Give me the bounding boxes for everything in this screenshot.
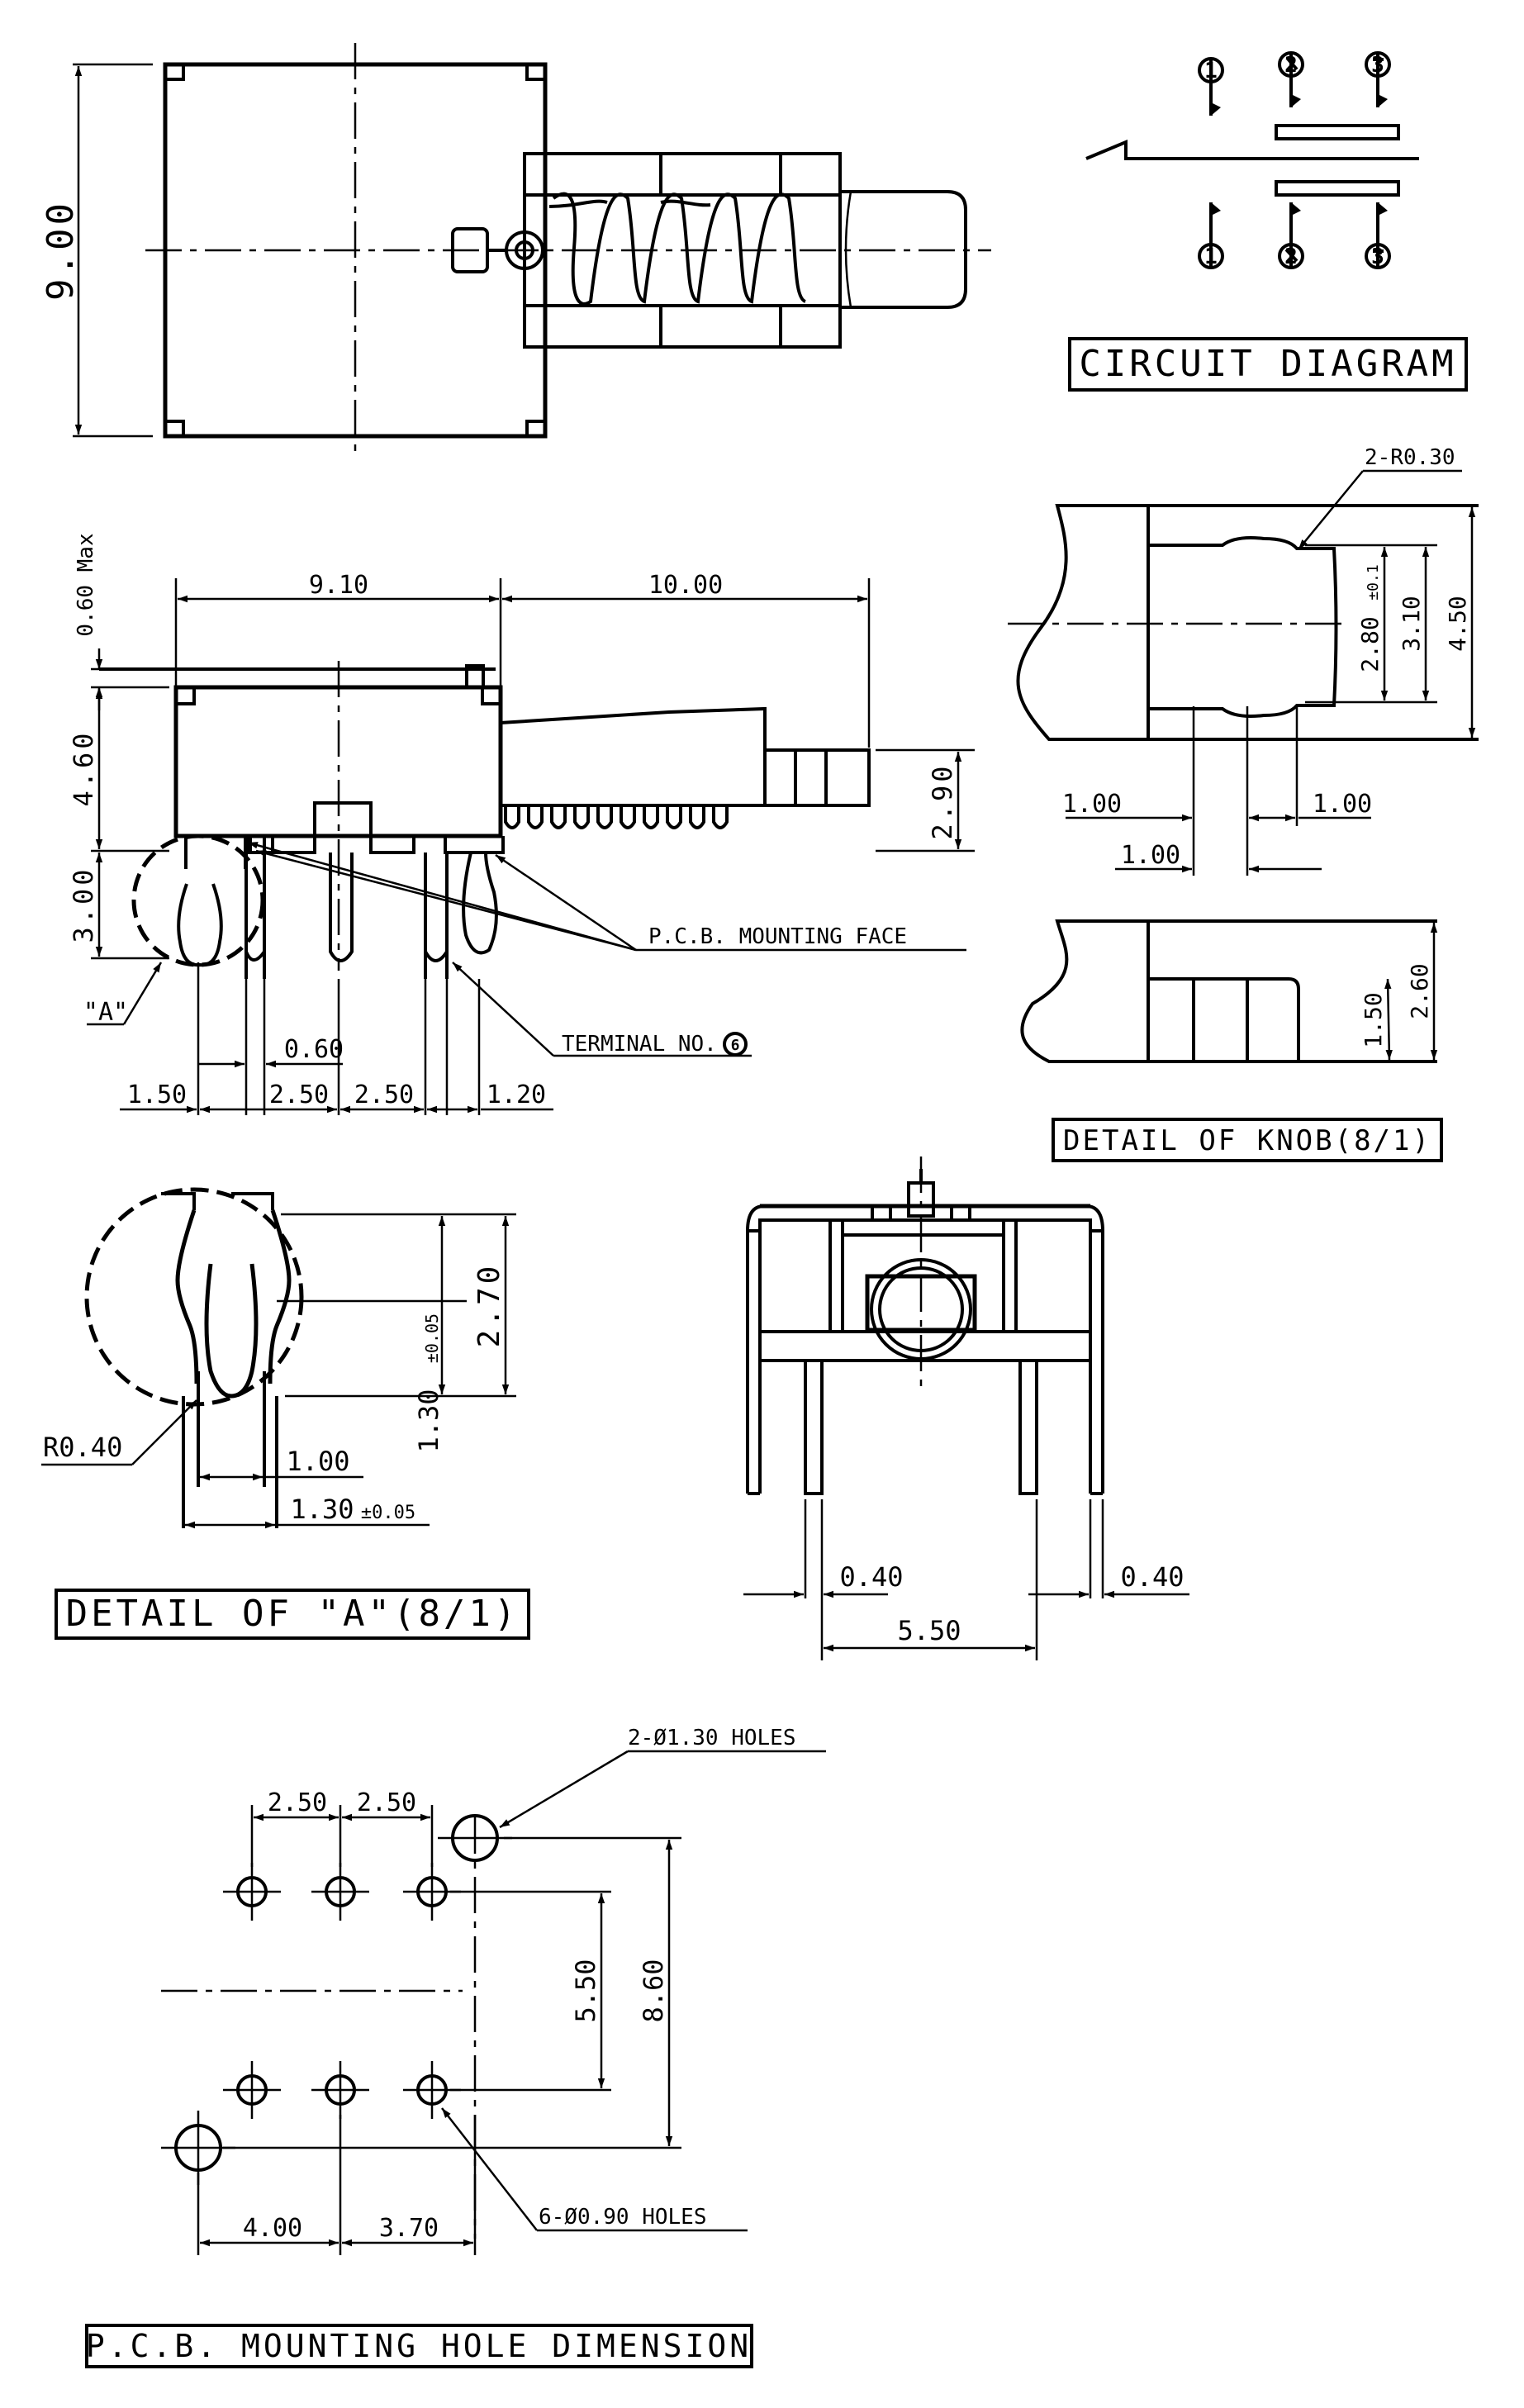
pcb-big-holes: 2-Ø1.30 HOLES xyxy=(628,1726,796,1750)
knob-detail: 2.80 ±0.1 3.10 4.50 2-R0.30 1.00 1.00 1.… xyxy=(1008,445,1479,1162)
dim-3-00: 3.00 xyxy=(68,866,99,943)
pcb-small-holes: 6-Ø0.90 HOLES xyxy=(539,2205,707,2230)
circuit-title: CIRCUIT DIAGRAM xyxy=(1079,343,1456,385)
dim-10-00: 10.00 xyxy=(648,571,723,600)
pin-1-bottom xyxy=(1198,202,1224,269)
dim-1-30-a-tol: ±0.05 xyxy=(361,1503,415,1523)
dim-2-50-a: 2.50 xyxy=(269,1081,329,1109)
top-view: 9.00 xyxy=(40,43,991,458)
side-view: 0.60 Max 4.60 3.00 9.10 10.00 2.90 0.60 … xyxy=(68,533,975,1115)
dim-0-40-left: 0.40 xyxy=(839,1561,903,1593)
dim-9-10: 9.10 xyxy=(309,571,368,600)
contact-bar-top xyxy=(1275,124,1400,140)
pin-2-top xyxy=(1278,51,1304,107)
dim-4-60: 4.60 xyxy=(68,729,99,806)
dim-1-00-left: 1.00 xyxy=(1062,790,1122,819)
dim-2-90: 2.90 xyxy=(927,762,958,839)
knob-title-box xyxy=(1052,1118,1443,1162)
front-view: 0.40 0.40 5.50 xyxy=(743,1157,1189,1660)
circuit-title-box xyxy=(1068,337,1468,392)
detail-a: 2.70 1.30 ±0.05 R0.40 1.00 1.30 ±0.05 DE… xyxy=(41,1187,530,1640)
knob-title: DETAIL OF KNOB(8/1) xyxy=(1063,1124,1431,1157)
dim-2-80: 2.80 xyxy=(1356,616,1384,672)
dim-1-20: 1.20 xyxy=(487,1081,546,1109)
contact-bar-bottom xyxy=(1275,180,1400,197)
dim-1-50: 1.50 xyxy=(127,1081,187,1109)
dim-pcb-4-00: 4.00 xyxy=(243,2214,302,2243)
terminal-no: TERMINAL NO. xyxy=(562,1032,717,1057)
dim-9-00: 9.00 xyxy=(40,200,82,301)
dim-5-50-front: 5.50 xyxy=(897,1615,961,1646)
circuit-diagram: CIRCUIT DIAGRAM xyxy=(1068,51,1468,392)
dim-0-40-right: 0.40 xyxy=(1120,1561,1184,1593)
dim-pcb-8-60: 8.60 xyxy=(638,1959,669,2022)
dim-1-50-knob: 1.50 xyxy=(1360,992,1387,1047)
dim-2-60-knob: 2.60 xyxy=(1406,963,1433,1019)
pcb-title: P.C.B. MOUNTING HOLE DIMENSION xyxy=(86,2328,752,2364)
dim-3-10: 3.10 xyxy=(1398,596,1425,651)
pin-label-2-bottom: 2 xyxy=(1284,245,1298,269)
dim-pcb-3-70: 3.70 xyxy=(379,2214,439,2243)
dim-0-60: 0.60 xyxy=(284,1035,344,1064)
actuator-line xyxy=(1085,140,1419,160)
dim-1-00-right: 1.00 xyxy=(1313,790,1372,819)
pin-label-3-top: 3 xyxy=(1371,53,1384,78)
pin-1-top xyxy=(1198,57,1224,116)
dim-1-30: 1.30 xyxy=(413,1389,444,1452)
dim-1-30-tol: ±0.05 xyxy=(422,1313,442,1363)
circuit-pin-labels: 1 2 3 1 2 3 xyxy=(1204,53,1384,269)
pin-label-1-bottom: 1 xyxy=(1204,245,1218,269)
dim-pcb-5-50: 5.50 xyxy=(570,1959,601,2022)
dim-2-70: 2.70 xyxy=(472,1263,506,1348)
pin-2-bottom xyxy=(1278,202,1304,269)
knob-radius: 2-R0.30 xyxy=(1365,445,1455,470)
pcb-title-box xyxy=(85,2324,753,2368)
dim-2-50-b: 2.50 xyxy=(354,1081,414,1109)
detail-a-radius: R0.40 xyxy=(43,1432,122,1463)
pcb-mounting-face: P.C.B. MOUNTING FACE xyxy=(648,924,907,949)
dim-4-50: 4.50 xyxy=(1444,596,1471,651)
detail-a-ref: "A" xyxy=(83,998,128,1027)
dim-0-60-max: 0.60 Max xyxy=(74,533,98,636)
dim-pcb-2-50-a: 2.50 xyxy=(268,1788,327,1817)
pin-3-bottom xyxy=(1365,202,1391,269)
detail-a-title: DETAIL OF "A"(8/1) xyxy=(66,1593,520,1635)
dim-1-00-a: 1.00 xyxy=(286,1446,349,1477)
dim-1-00-width: 1.00 xyxy=(1121,841,1180,870)
pin-label-1-top: 1 xyxy=(1204,59,1218,83)
pin-label-2-top: 2 xyxy=(1284,53,1298,78)
terminal-no-circle xyxy=(723,1032,748,1057)
detail-a-callout xyxy=(131,834,265,967)
terminal-no-value: 6 xyxy=(731,1037,740,1054)
dim-2-80-tol: ±0.1 xyxy=(1365,564,1382,600)
dim-1-30-a: 1.30 xyxy=(290,1494,354,1525)
pin-3-top xyxy=(1365,51,1391,107)
detail-a-title-box xyxy=(55,1589,530,1640)
pin-label-3-bottom: 3 xyxy=(1371,245,1384,269)
pcb-holes: 2.50 2.50 5.50 8.60 2-Ø1.30 HOLES 6-Ø0.9… xyxy=(85,1726,826,2368)
dim-pcb-2-50-b: 2.50 xyxy=(357,1788,416,1817)
